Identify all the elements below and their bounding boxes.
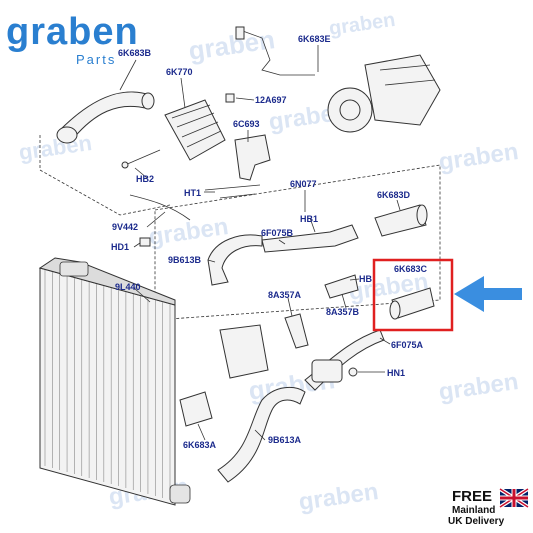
label-HD1: HD1 bbox=[111, 242, 129, 252]
label-6C693: 6C693 bbox=[233, 119, 260, 129]
part-labels: 6K683B 6K770 12A697 6K683E 6C693 HB2 HT1… bbox=[111, 34, 424, 450]
label-HB2: HB2 bbox=[136, 174, 154, 184]
label-6K683D: 6K683D bbox=[377, 190, 411, 200]
hose-9V442 bbox=[129, 194, 191, 221]
label-9B613A: 9B613A bbox=[268, 435, 302, 445]
assembly-outline bbox=[154, 164, 441, 321]
pipe-6F075B bbox=[261, 224, 359, 253]
label-HB1: HB1 bbox=[300, 214, 318, 224]
bolt-head bbox=[121, 161, 129, 169]
delivery-badge: FREE Mainland UK Delivery bbox=[448, 488, 528, 530]
air-duct-6K770 bbox=[164, 99, 226, 161]
bolt-HN1 bbox=[348, 367, 358, 377]
label-6K770: 6K770 bbox=[166, 67, 193, 77]
clip-HD1 bbox=[139, 237, 151, 247]
hose-end bbox=[141, 92, 155, 110]
assembly-outline bbox=[39, 135, 171, 216]
duct-ribs bbox=[171, 104, 222, 148]
label-6K683E: 6K683E bbox=[298, 34, 331, 44]
label-9V442: 9V442 bbox=[112, 222, 138, 232]
studs-HT1 bbox=[204, 184, 261, 199]
delivery-free: FREE bbox=[452, 488, 493, 505]
leader-lines bbox=[119, 45, 401, 441]
label-6K683A: 6K683A bbox=[183, 440, 217, 450]
label-HN1: HN1 bbox=[387, 368, 405, 378]
pipe-6K683E bbox=[239, 29, 315, 76]
label-6N077: 6N077 bbox=[290, 179, 317, 189]
bracket-6C693 bbox=[234, 134, 271, 181]
logo-subtext: Parts bbox=[76, 52, 117, 67]
delivery-uk: UK Delivery bbox=[448, 516, 505, 527]
sensor-12A697 bbox=[225, 93, 235, 103]
union-jack-icon bbox=[498, 487, 530, 509]
intercooler-radiator bbox=[38, 257, 191, 506]
highlight-box bbox=[372, 258, 454, 332]
throttle-body bbox=[219, 324, 269, 379]
watermark-text: graben bbox=[187, 24, 277, 66]
hose-6K683A bbox=[179, 391, 213, 427]
label-12A697: 12A697 bbox=[255, 95, 287, 105]
watermark-text: graben bbox=[297, 478, 380, 516]
hose-end bbox=[56, 126, 78, 144]
label-HB: HB bbox=[359, 274, 372, 284]
bracket-8A357B bbox=[324, 274, 359, 299]
watermark-text: graben bbox=[437, 368, 520, 406]
watermark-text: graben bbox=[17, 130, 93, 165]
arrow-left-icon bbox=[454, 276, 522, 312]
label-8A357B: 8A357B bbox=[326, 307, 360, 317]
pipe-coupling bbox=[311, 359, 343, 383]
logo-text: graben bbox=[6, 11, 139, 53]
pipe-fitting bbox=[235, 26, 245, 40]
label-6F075A: 6F075A bbox=[391, 340, 424, 350]
hose-9B613B bbox=[207, 234, 263, 286]
label-8A357A: 8A357A bbox=[268, 290, 302, 300]
watermark-text: graben bbox=[437, 138, 520, 176]
watermark-text: graben bbox=[328, 9, 397, 40]
delivery-mainland: Mainland bbox=[452, 505, 496, 516]
bracket-8A357A bbox=[284, 313, 309, 349]
brand-logo: graben Parts bbox=[6, 10, 156, 90]
turbo-assembly bbox=[327, 54, 441, 133]
label-6F075B: 6F075B bbox=[261, 228, 294, 238]
watermark-layer: graben graben graben graben graben grabe… bbox=[17, 9, 520, 516]
label-6K683C: 6K683C bbox=[394, 264, 428, 274]
label-9L440: 9L440 bbox=[115, 282, 141, 292]
hose-end bbox=[416, 204, 428, 226]
label-9B613B: 9B613B bbox=[168, 255, 202, 265]
hose-end bbox=[389, 300, 401, 320]
hose-6K683D bbox=[374, 204, 427, 237]
hose-9B613A bbox=[217, 387, 306, 483]
bolt-HB2 bbox=[124, 149, 161, 166]
label-HT1: HT1 bbox=[184, 188, 201, 198]
label-6K683B: 6K683B bbox=[118, 48, 152, 58]
